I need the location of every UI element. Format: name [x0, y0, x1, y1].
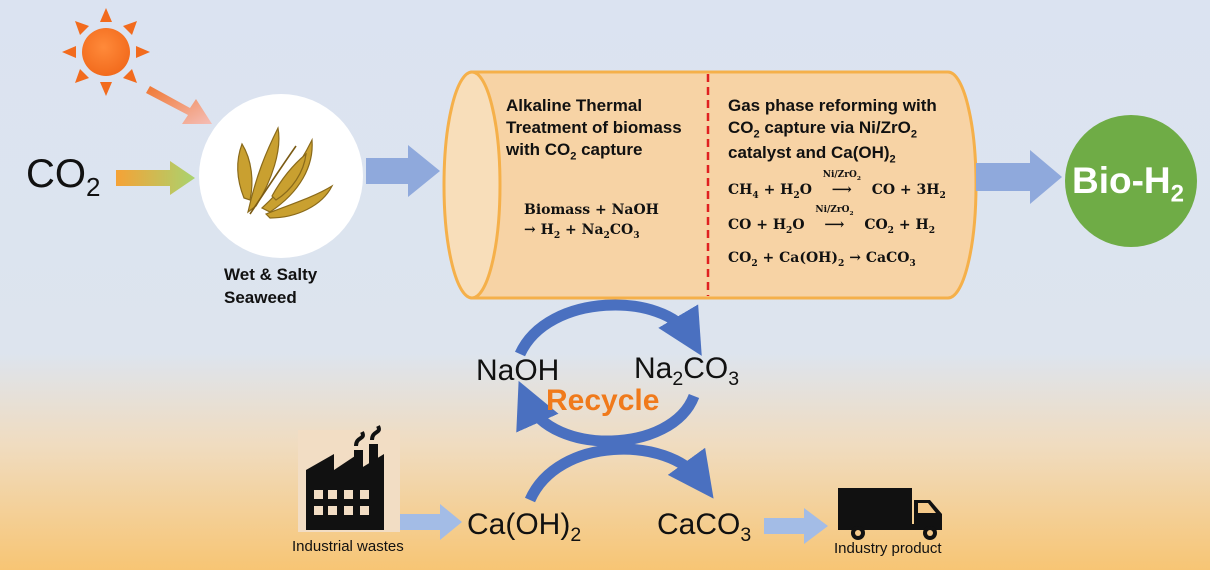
na2co3-label: Na2CO3	[634, 352, 740, 390]
caco3-label: CaCO3	[657, 508, 752, 546]
reforming-equation-3: CO2 + Ca(OH)2 → CaCO3	[728, 250, 916, 269]
co2-input-arrow	[116, 161, 195, 195]
reactor-cylinder	[442, 70, 978, 300]
bio-h2-circle	[1065, 115, 1197, 247]
seaweed-label-line1: Wet & Salty	[224, 265, 318, 284]
biomass-equation: Biomass + NaOH → H2 + Na2CO3	[524, 202, 659, 242]
recycle-cycle-arrows	[514, 299, 714, 503]
output-arrow	[976, 150, 1062, 204]
factory-icon	[298, 425, 400, 532]
reforming-equation-1: CH4 + H2O Ni/ZrO2⟶ CO + 3H2	[728, 170, 946, 201]
alkaline-treatment-title: Alkaline Thermal Treatment of biomass wi…	[506, 96, 682, 163]
seaweed-label: Wet & Salty Seaweed	[224, 264, 317, 310]
sunlight-arrow	[146, 86, 212, 124]
caoh2-label: Ca(OH)2	[467, 508, 582, 546]
bio-h2-label: Bio-H2	[1072, 160, 1185, 208]
sun-icon	[62, 8, 150, 96]
seaweed-label-line2: Seaweed	[224, 287, 297, 307]
industrial-wastes-label: Industrial wastes	[292, 538, 404, 555]
co2-input-label: CO2	[26, 152, 101, 202]
seaweed-icon	[199, 94, 363, 258]
naoh-label: NaOH	[476, 354, 560, 387]
waste-arrow	[400, 504, 462, 540]
industry-product-label: Industry product	[834, 540, 942, 557]
reforming-equation-2: CO + H2O Ni/ZrO2⟶ CO2 + H2	[728, 205, 936, 236]
recycle-label: Recycle	[546, 384, 660, 417]
feed-arrow	[366, 145, 440, 197]
truck-icon	[838, 488, 942, 540]
gas-reforming-title: Gas phase reforming with CO2 capture via…	[728, 96, 937, 166]
product-arrow	[764, 508, 828, 544]
